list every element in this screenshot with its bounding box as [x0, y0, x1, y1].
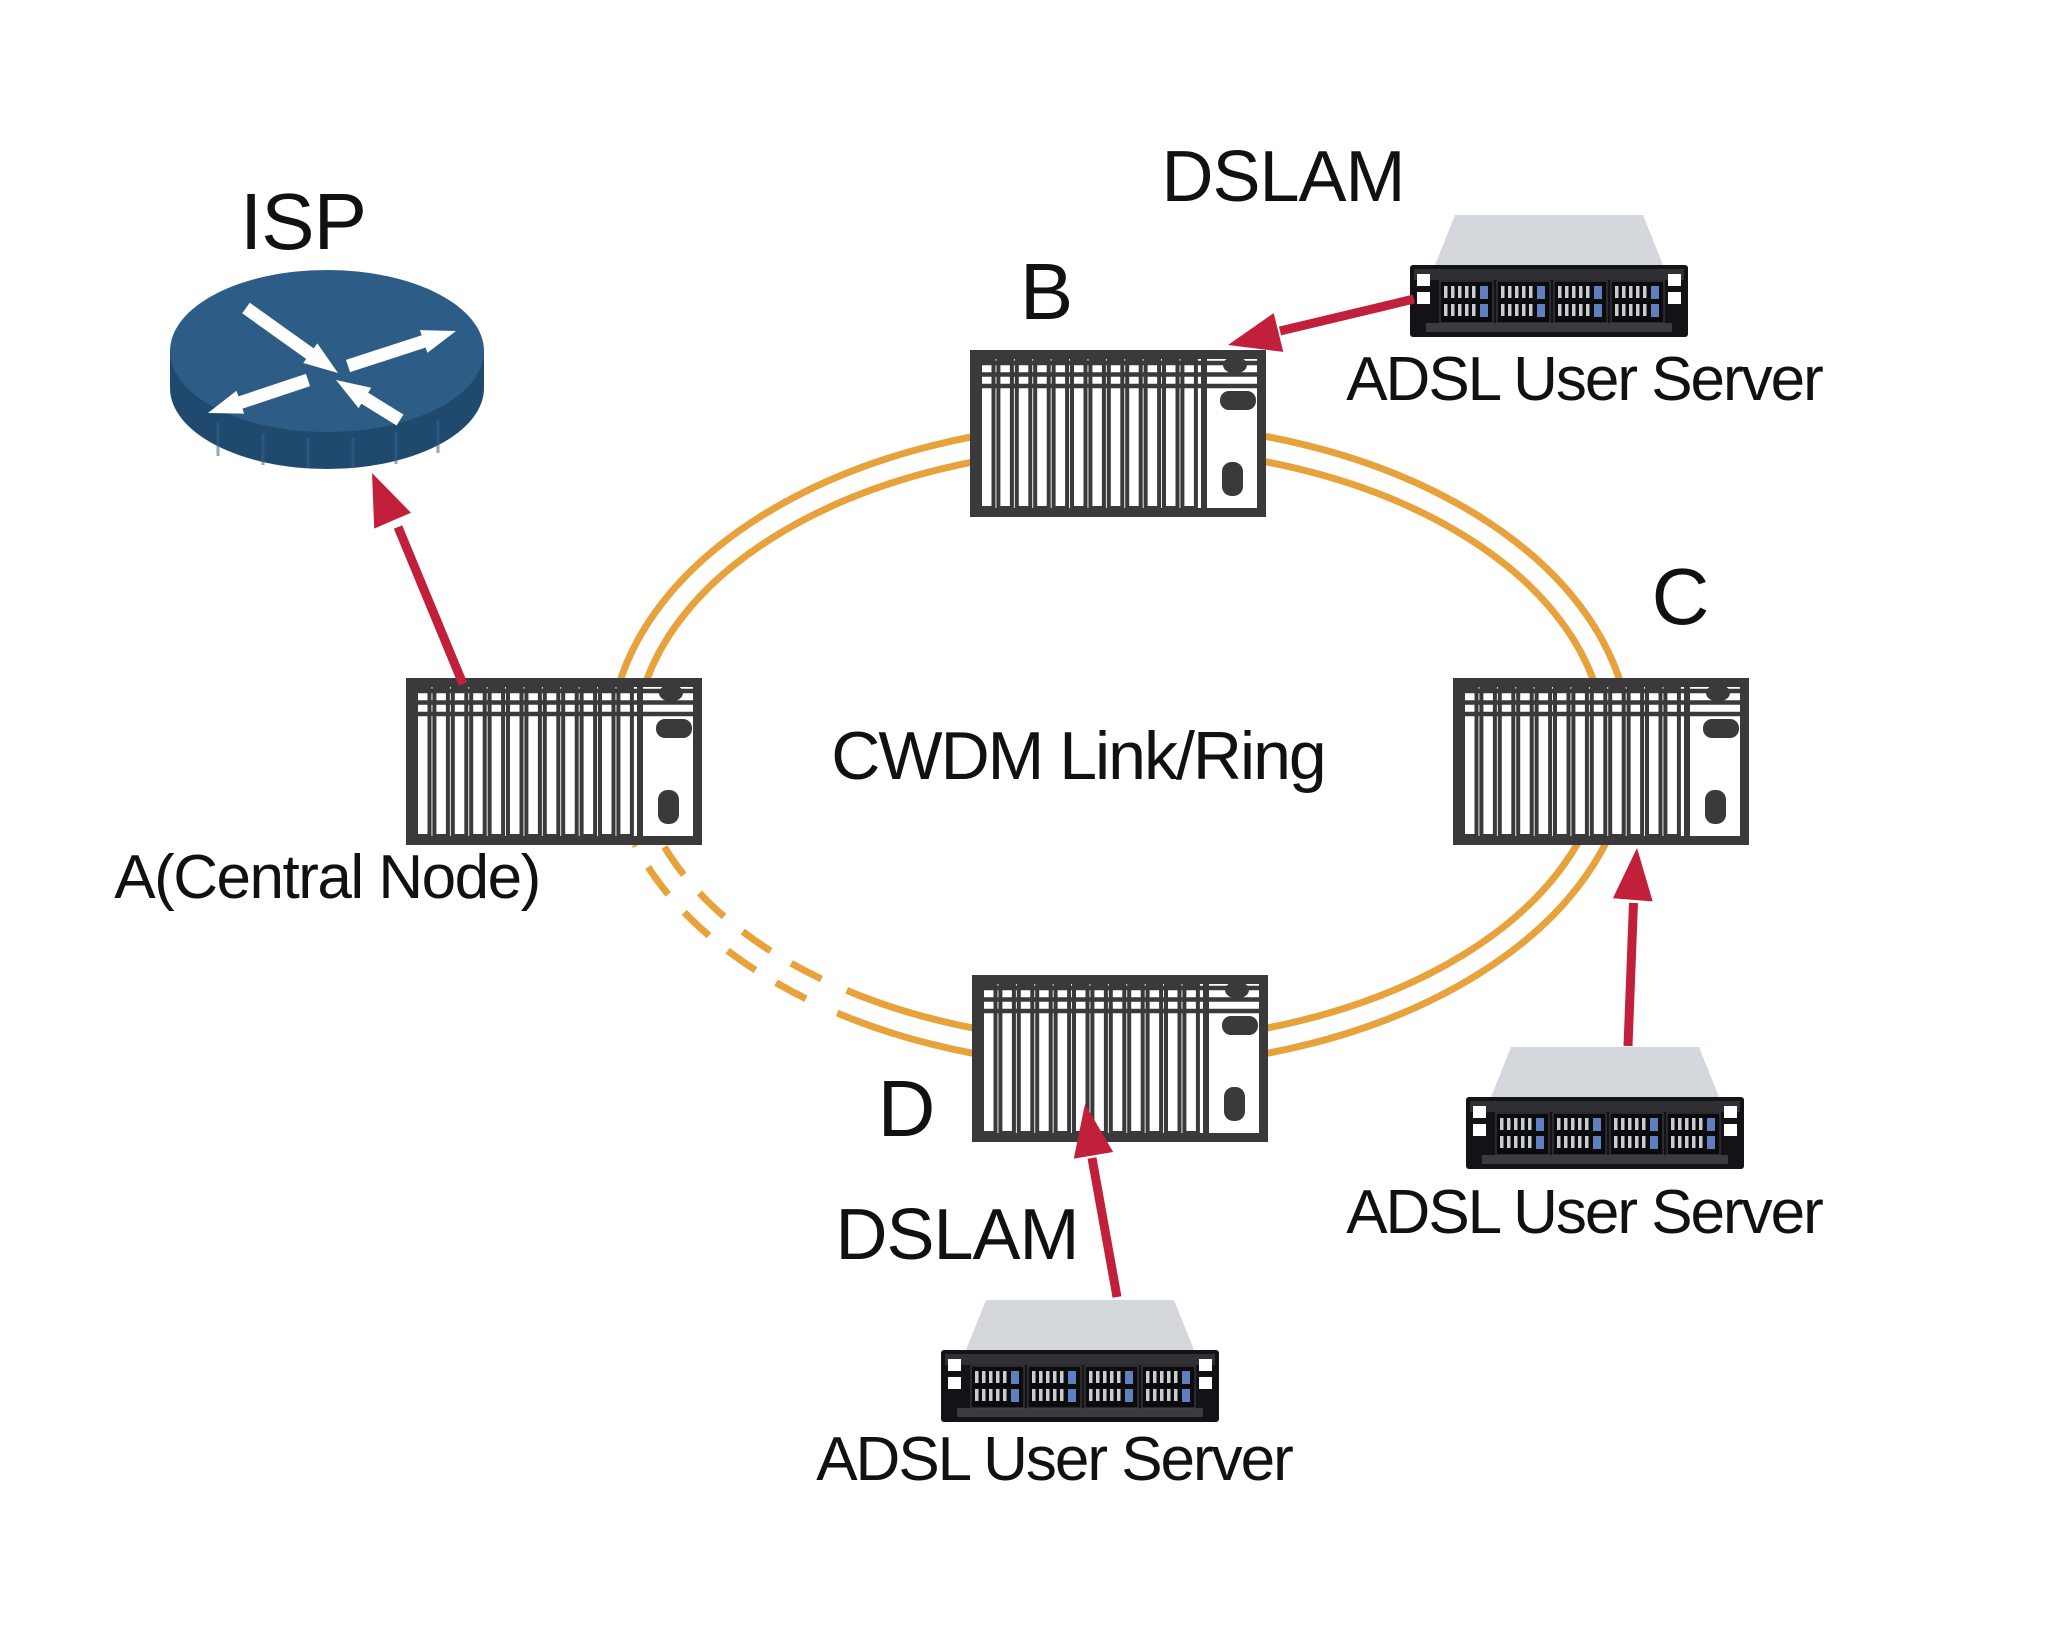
node-c-label: C	[1651, 552, 1710, 641]
adsl-server-bottom-label: ADSL User Server	[816, 1425, 1294, 1494]
adsl-server-right-icon	[1466, 1047, 1744, 1169]
node-a-chassis-icon	[411, 683, 698, 841]
node-b-chassis-icon	[975, 355, 1262, 513]
arrow-a-to-isp	[372, 473, 468, 686]
node-d-chassis-icon	[977, 980, 1264, 1138]
ring-inner-dashed-segment	[655, 835, 823, 983]
adsl-server-bottom-icon	[941, 1300, 1219, 1422]
node-b-label: B	[1019, 247, 1073, 336]
isp-router-icon	[170, 270, 484, 469]
ring-title-label: CWDM Link/Ring	[831, 718, 1326, 794]
arrow-server-to-b	[1228, 294, 1416, 352]
adsl-server-top-icon	[1410, 215, 1688, 337]
isp-label: ISP	[240, 177, 367, 266]
ring-outer-dashed-segment	[631, 842, 808, 1002]
router-arrows-glyph	[208, 302, 456, 426]
arrow-server-to-d	[1073, 1104, 1122, 1298]
node-d-label: D	[877, 1064, 936, 1153]
node-a-label: A(Central Node)	[114, 843, 541, 912]
arrow-server-to-c	[1612, 848, 1653, 1047]
dslam-label-top: DSLAM	[1161, 137, 1405, 217]
node-c-chassis-icon	[1458, 683, 1745, 841]
dslam-label-bottom: DSLAM	[835, 1195, 1079, 1275]
adsl-server-right-label: ADSL User Server	[1346, 1178, 1824, 1247]
adsl-server-top-label: ADSL User Server	[1346, 345, 1824, 414]
ring-dashed-section-mask	[597, 803, 859, 1041]
